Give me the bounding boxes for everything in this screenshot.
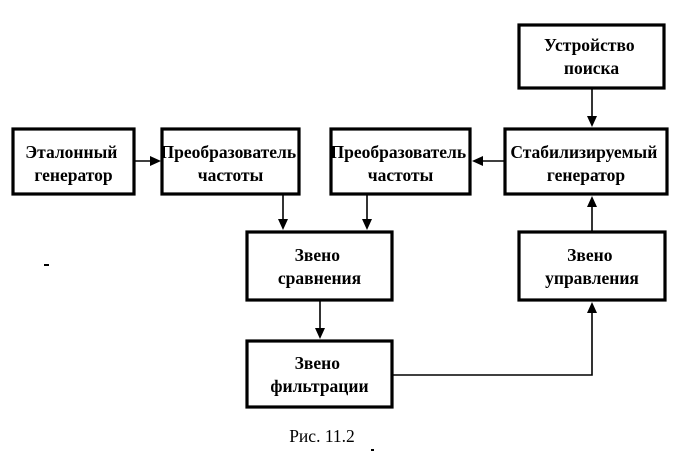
arrow-left-converter-to-comparison <box>278 195 288 230</box>
arrow-comparison-to-filtration <box>315 301 325 339</box>
frequency-converter-left-label: Преобразователь частоты <box>161 142 301 185</box>
stabilized-generator-label: Стабилизируемый генератор <box>510 142 661 185</box>
print-speck <box>371 449 374 451</box>
reference-generator-label: Эталонный генератор <box>25 142 121 185</box>
filtration-link-label: Звено фильтрации <box>270 353 368 396</box>
arrow-right-converter-to-comparison <box>362 195 372 230</box>
figure-caption: Рис. 11.2 <box>289 426 355 446</box>
comparison-link-label: Звено сравнения <box>278 245 361 288</box>
control-link-block: Звено управления <box>517 230 667 302</box>
filtration-link-block: Звено фильтрации <box>245 339 394 409</box>
arrow-reference-to-converter <box>135 156 161 166</box>
search-device-block: Устройство поиска <box>517 23 666 90</box>
arrow-control-to-stabilized <box>587 196 597 231</box>
arrow-stabilized-to-converter <box>472 156 504 166</box>
print-speck <box>44 264 49 266</box>
reference-generator-block: Эталонный генератор <box>11 127 136 196</box>
search-device-label: Устройство поиска <box>544 35 639 78</box>
frequency-converter-right-block: Преобразователь частоты <box>329 127 472 196</box>
frequency-converter-right-label: Преобразователь частоты <box>331 142 471 185</box>
control-link-label: Звено управления <box>545 245 639 288</box>
arrow-search-to-stabilized <box>587 89 597 127</box>
stabilized-generator-block: Стабилизируемый генератор <box>503 127 669 196</box>
frequency-converter-left-block: Преобразователь частоты <box>160 127 301 196</box>
arrow-filtration-to-control <box>393 302 597 376</box>
comparison-link-block: Звено сравнения <box>245 230 394 302</box>
